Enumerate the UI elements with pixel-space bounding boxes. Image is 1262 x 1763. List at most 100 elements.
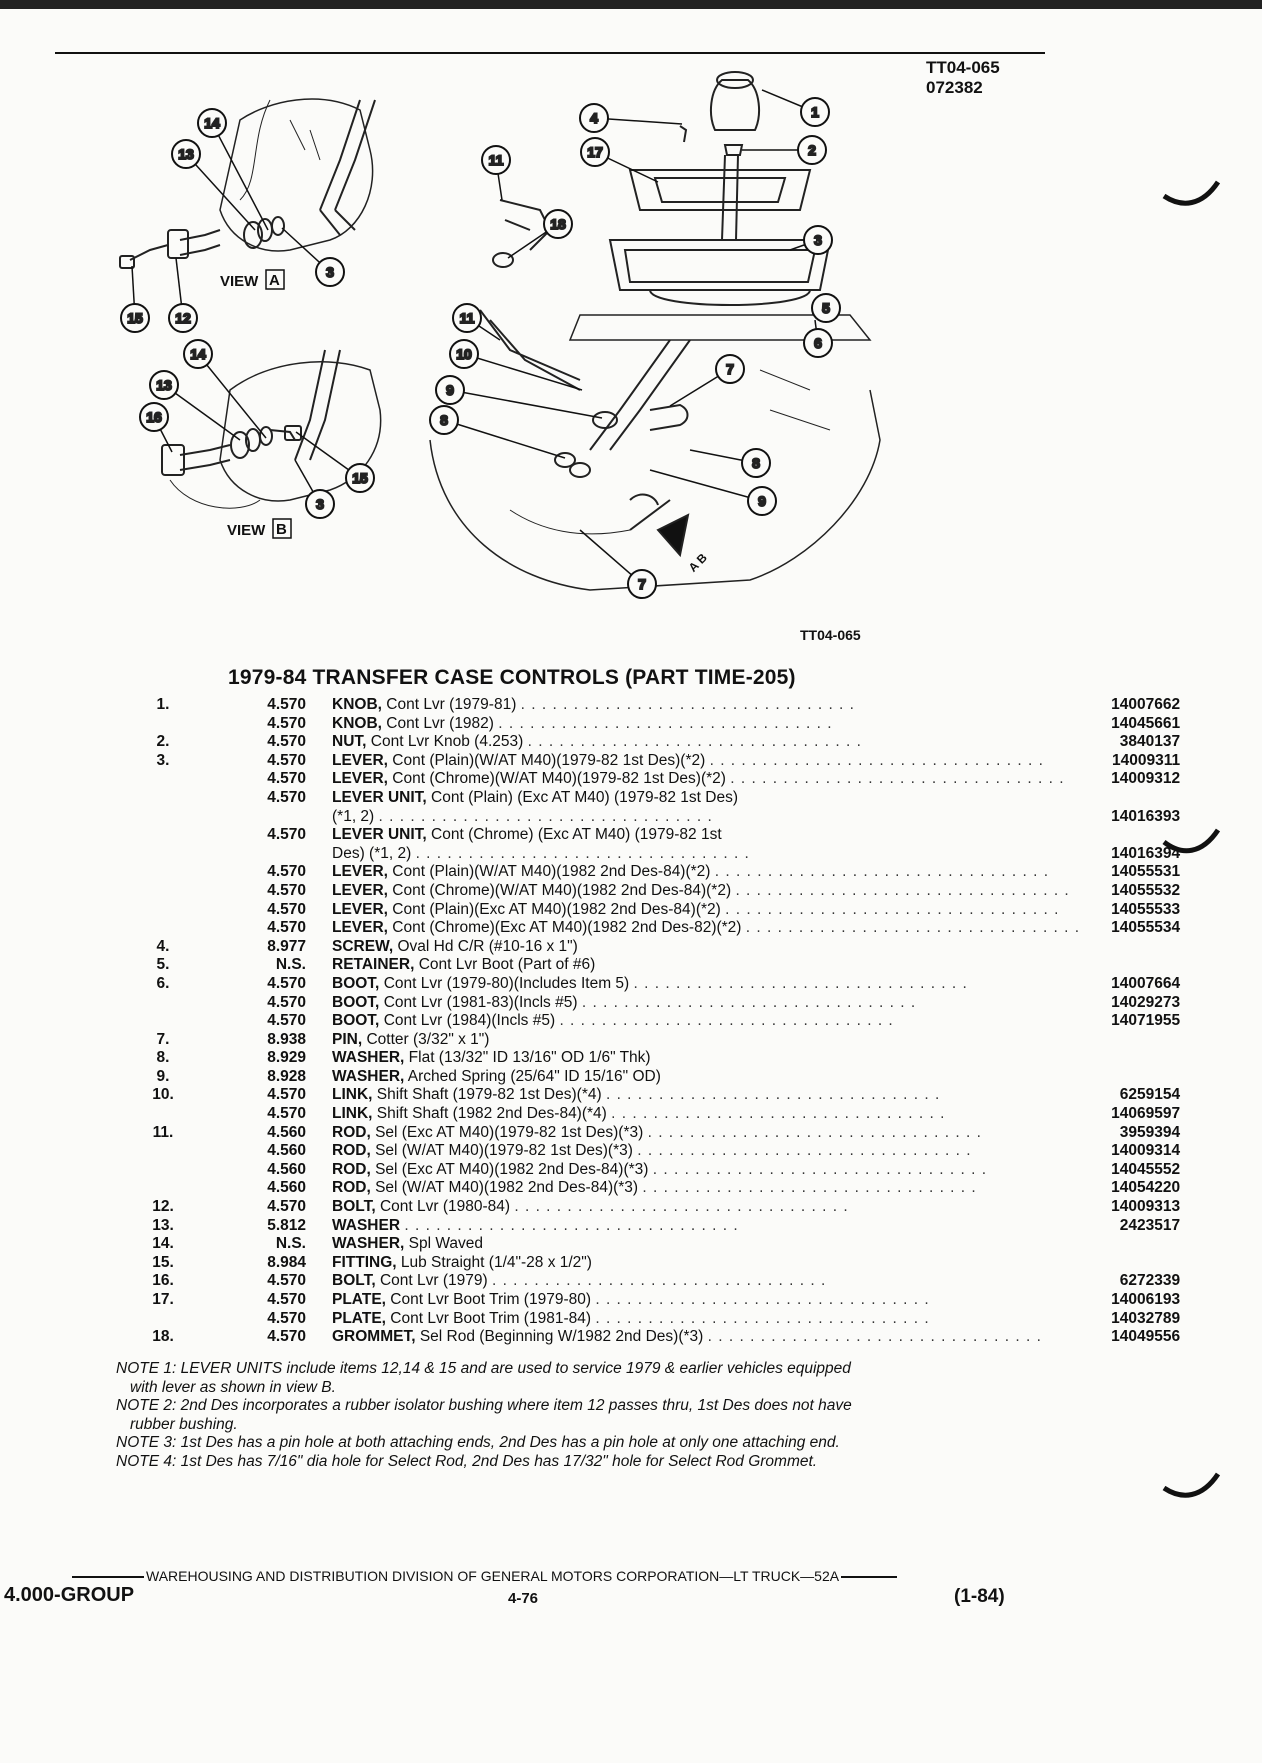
part-number: 14016394 [1111,844,1181,862]
leader-dots: . . . . . . . . . . . . . . . . . . . . … [595,1291,930,1308]
group-number: 8.929 [267,1049,306,1067]
callout-bubble: 9 [649,469,777,516]
callout-number: 3 [814,232,822,248]
item-number [120,882,206,901]
leader-dots: . . . . . . . . . . . . . . . . . . . . … [605,1086,941,1104]
part-description: NUT, Cont Lvr Knob (4.253) . . . . . . .… [332,733,1080,752]
item-number: 4. [156,937,170,955]
part-detail: Sel (Exc AT M40)(1979-82 1st Des)(*3) [375,1123,644,1141]
footer-group: 4.000-GROUP [4,1584,135,1606]
arrow-letters: A B [686,550,710,574]
group-number: 4.570 [267,696,306,713]
part-name: LEVER, [332,900,388,918]
section-title: 1979-84 TRANSFER CASE CONTROLS (PART TIM… [228,666,796,689]
group-number: 4.560 [267,1142,306,1160]
part-detail: Sel (W/AT M40)(1982 2nd Des-84)(*3) [375,1179,639,1197]
part-description: PLATE, Cont Lvr Boot Trim (1979-80) . . … [332,1291,1080,1310]
leader-dots: . . . . . . . . . . . . . . . . . . . . … [611,1105,946,1123]
item-number: 17. [152,1291,174,1308]
item-number: 13. [152,1216,174,1234]
group-number: 4.570 [267,919,306,937]
part-number: 14029273 [1111,993,1181,1011]
item-number: 18. [152,1328,174,1346]
part-name: LEVER, [332,751,388,769]
callout-number: 15 [127,310,143,326]
callout-number: 9 [446,382,454,398]
note: NOTE 3: 1st Des has a pin hole at both a… [116,1434,840,1451]
part-number: 14007664 [1111,974,1181,992]
item-number [120,770,206,789]
part-number: 14049556 [1111,1328,1181,1346]
part-name: PIN, [332,1030,363,1048]
view-a-box [265,269,285,290]
part-description: Des) (*1, 2) . . . . . . . . . . . . . .… [332,845,1080,864]
item-number: 2. [156,733,170,751]
part-name: WASHER, [332,1049,405,1067]
callout-bubble: 11 [452,303,501,341]
callout-number: 11 [460,310,475,326]
part-number: 2423517 [1119,1216,1181,1234]
group-number: 4.570 [267,1198,306,1216]
group-number: 4.570 [267,1012,306,1030]
leader-dots: . . . . . . . . . . . . . . . . . . . . … [725,900,1060,918]
item-number [120,808,206,827]
leader-dots: . . . . . . . . . . . . . . . . . . . . … [709,751,1044,769]
part-number: 6259154 [1119,1086,1181,1104]
figure-reference: TT04-065 072382 [926,58,1000,98]
item-number: 14. [152,1235,174,1253]
part-name: WASHER [332,1216,401,1234]
group-number: N.S. [275,1235,306,1253]
part-number: 14032789 [1111,1309,1181,1327]
callout-bubble: 14 [183,339,267,439]
part-name: BOOT, [332,993,380,1011]
part-detail: Cont Lvr (1981-83)(Incls #5) [383,993,578,1011]
item-number [120,1161,206,1180]
callout-bubble: 16 [139,402,173,453]
leader-dots: . . . . . . . . . . . . . . . . . . . . … [745,919,1081,937]
part-description: ROD, Sel (Exc AT M40)(1982 2nd Des-84)(*… [332,1161,1080,1180]
callout-bubble: 8 [429,405,566,459]
binder-hole-mark [1162,1472,1221,1498]
callout-number: 16 [146,409,162,425]
group-number: 4.570 [267,863,306,881]
header-rule [55,52,1045,54]
part-description: ROD, Sel (W/AT M40)(1982 2nd Des-84)(*3)… [332,1179,1080,1198]
item-number [120,826,206,845]
part-number: 3959394 [1119,1123,1181,1141]
leader-dots: . . . . . . . . . . . . . . . . . . . . … [647,1123,982,1141]
callout-bubble: 17 [580,137,659,183]
part-detail: Oval Hd C/R (#10-16 x 1") [397,937,578,955]
group-number: 4.570 [267,788,306,806]
leader-dots: . . . . . . . . . . . . . . . . . . . . … [520,696,855,713]
item-number [120,1142,206,1161]
view-a-illustration [119,98,376,269]
part-name: ROD, [332,1123,371,1141]
part-number: 14045661 [1111,714,1181,732]
callout-bubble: 10 [449,339,583,391]
callout-number: 15 [352,470,368,486]
part-number: 14009313 [1111,1198,1181,1216]
callout-number: 17 [587,144,603,160]
group-number: 4.570 [267,1086,306,1104]
group-number: 8.984 [267,1253,306,1271]
item-number: 10. [152,1086,174,1104]
part-name: ROD, [332,1142,371,1160]
part-detail: Cont Lvr (1982) [386,714,494,732]
item-number: 5. [156,956,170,974]
leader-dots: . . . . . . . . . . . . . . . . . . . . … [378,807,713,825]
part-detail: Cont Lvr Boot Trim (1981-84) [390,1309,592,1327]
part-name: BOOT, [332,1012,380,1030]
binder-hole-mark [1162,828,1221,854]
edition-date: (1-84) [954,1586,1005,1607]
callout-bubble: 5 [811,293,841,323]
group-number: 5.812 [267,1216,306,1234]
part-detail: Cont Lvr Boot (Part of #6) [418,956,596,974]
group-number: 4.570 [267,900,306,918]
